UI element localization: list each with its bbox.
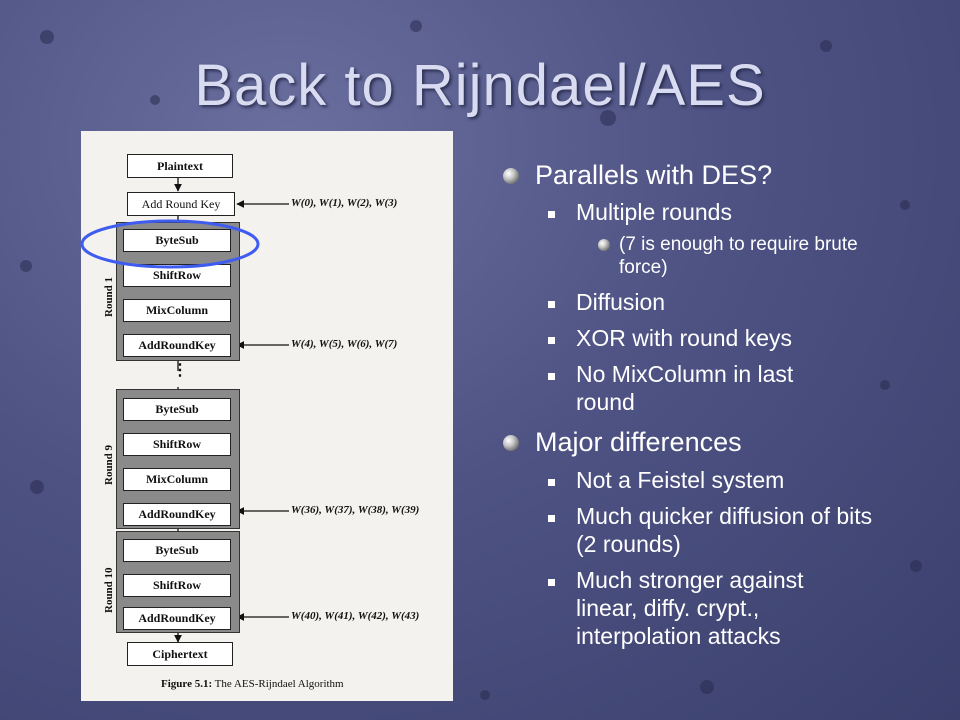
bullet-diffusion: Diffusion — [576, 289, 666, 315]
figure-caption-label: Figure 5.1: — [161, 678, 213, 690]
round-10-shiftrow-box: ShiftRow — [123, 574, 231, 597]
slide-title: Back to Rijndael/AES — [194, 53, 766, 118]
bullet-square-icon — [548, 579, 555, 586]
round-1-bytesub-box: ByteSub — [123, 229, 231, 252]
bullet-no-mixcolumn: No MixColumn in last round — [576, 361, 794, 415]
bytesub-highlight-ellipse — [80, 219, 260, 269]
round-9-mixcolumn-box: MixColumn — [123, 468, 231, 491]
round-9-bytesub-box: ByteSub — [123, 398, 231, 421]
bullet-square-icon — [548, 337, 555, 344]
round-10-addroundkey-box: AddRoundKey — [123, 607, 231, 630]
bullet-xor-round-keys: XOR with round keys — [576, 325, 793, 351]
bullet-orb-icon — [598, 239, 610, 251]
bullet-multiple-rounds: Multiple rounds — [576, 199, 732, 225]
bullet-not-feistel: Not a Feistel system — [576, 467, 785, 493]
aes-algorithm-figure: Plaintext Add Round Key ByteSub ShiftRow… — [81, 131, 453, 701]
plaintext-box: Plaintext — [127, 154, 233, 178]
bullet-parallels-heading: Parallels with DES? — [535, 160, 773, 190]
bullet-differences-heading: Major differences — [535, 427, 742, 457]
round-1-mixcolumn-box: MixColumn — [123, 299, 231, 322]
bullet-square-icon — [548, 211, 555, 218]
rounds-ellipsis: ⋮ — [172, 362, 188, 379]
figure-caption: Figure 5.1: The AES-Rijndael Algorithm — [161, 678, 344, 690]
ciphertext-box: Ciphertext — [127, 642, 233, 666]
round-10-label: Round 10 — [103, 567, 115, 613]
key-label-round-10: W(40), W(41), W(42), W(43) — [291, 610, 420, 622]
initial-add-round-key-box: Add Round Key — [127, 192, 235, 216]
bullet-square-icon — [548, 373, 555, 380]
round-1-shiftrow-box: ShiftRow — [123, 264, 231, 287]
round-9-addroundkey-box: AddRoundKey — [123, 503, 231, 526]
bullet-orb-icon — [503, 435, 519, 451]
bullet-stronger-attacks: Much stronger against linear, diffy. cry… — [576, 567, 804, 649]
round-1-label: Round 1 — [103, 276, 115, 317]
figure-caption-text: The AES-Rijndael Algorithm — [212, 678, 344, 690]
bullet-quicker-diffusion: Much quicker diffusion of bits (2 rounds… — [576, 503, 873, 557]
round-1-addroundkey-box: AddRoundKey — [123, 334, 231, 357]
key-label-round-1: W(4), W(5), W(6), W(7) — [291, 338, 398, 350]
bullet-multiple-rounds-note: (7 is enough to require brute force) — [619, 234, 858, 278]
round-10-bytesub-box: ByteSub — [123, 539, 231, 562]
round-9-shiftrow-box: ShiftRow — [123, 433, 231, 456]
bullet-square-icon — [548, 301, 555, 308]
round-9-label: Round 9 — [103, 444, 115, 485]
bullet-orb-icon — [503, 168, 519, 184]
key-label-round-9: W(36), W(37), W(38), W(39) — [291, 504, 420, 516]
key-label-round-0: W(0), W(1), W(2), W(3) — [291, 197, 398, 209]
bullet-square-icon — [548, 479, 555, 486]
bullet-square-icon — [548, 515, 555, 522]
